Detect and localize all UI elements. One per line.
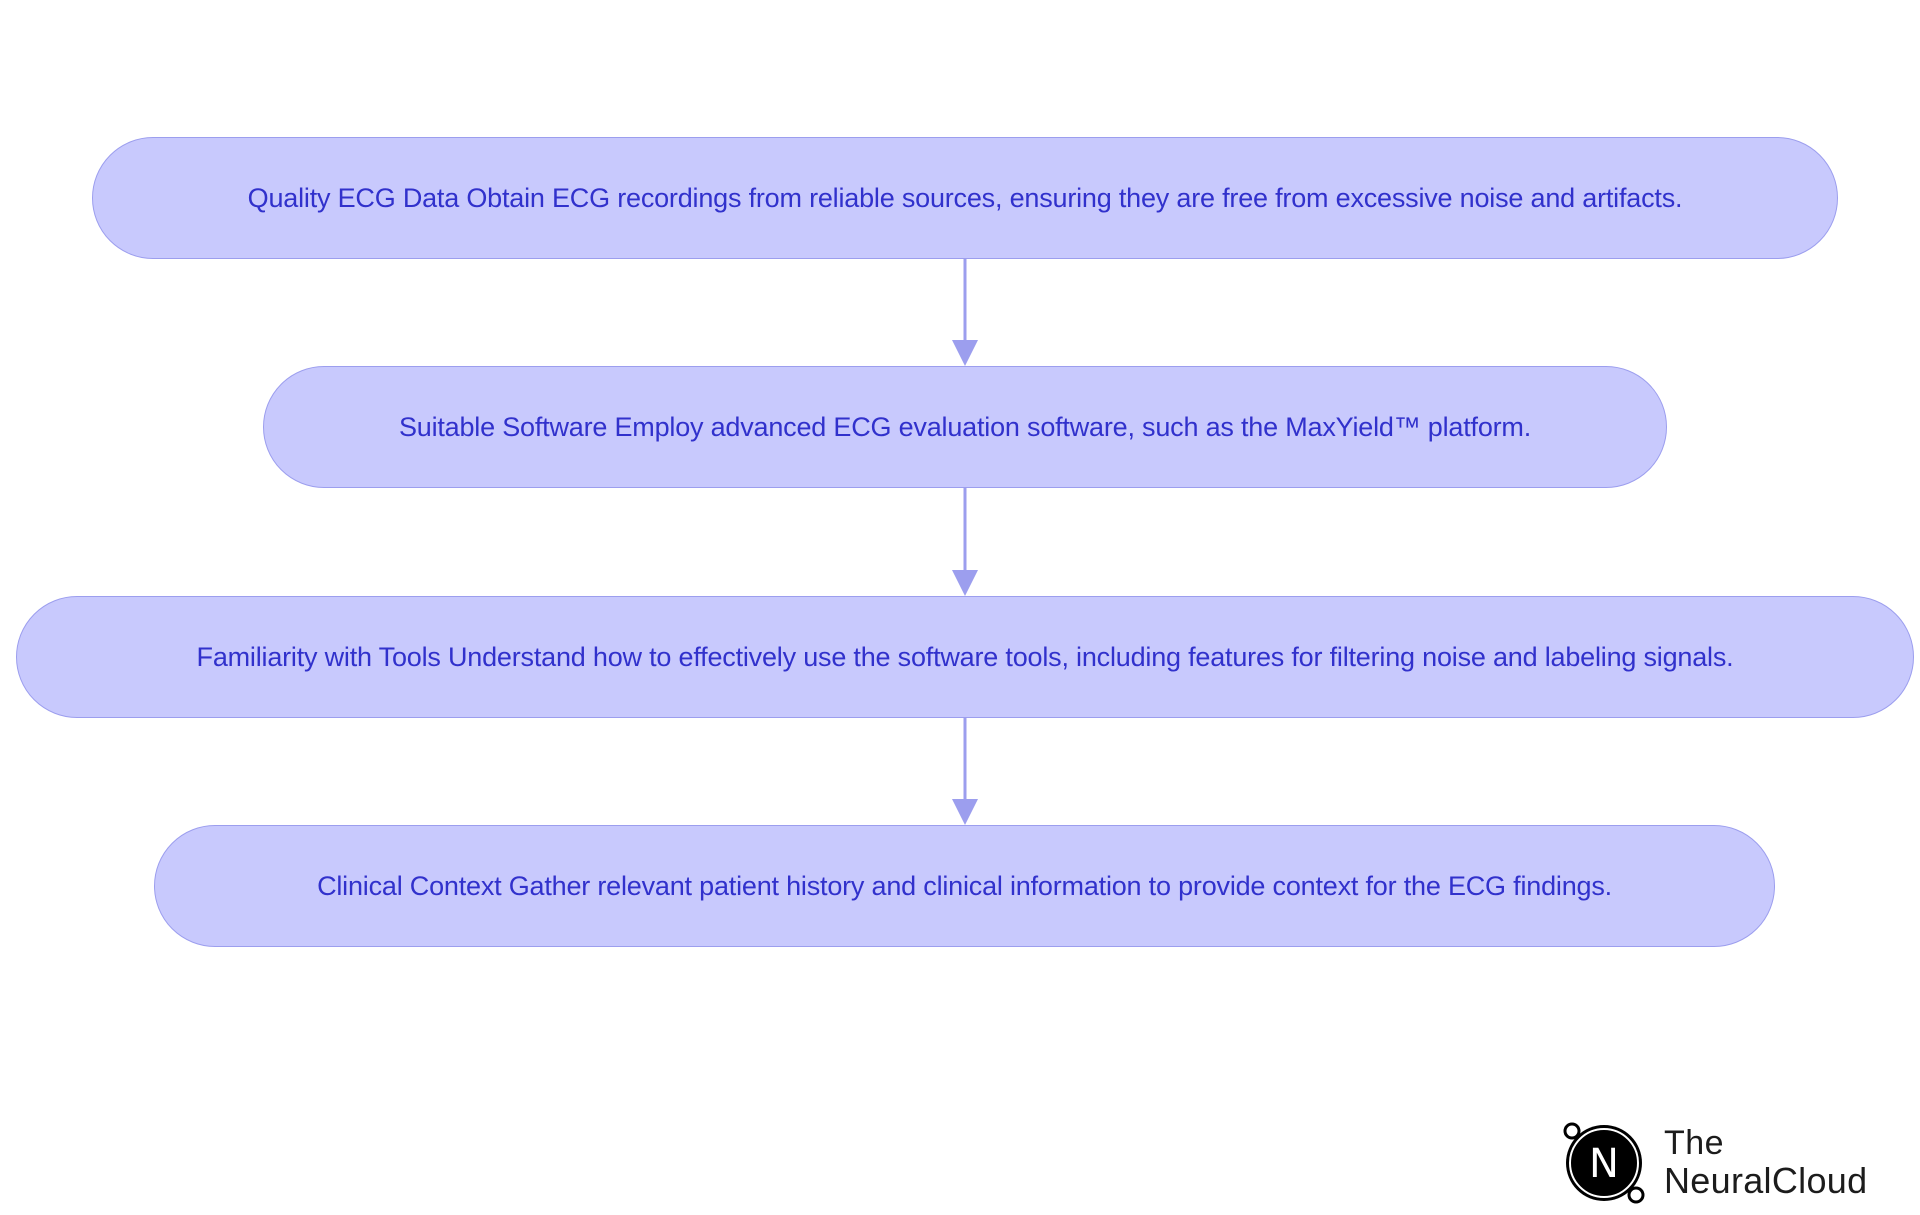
brand-logo: N The NeuralCloud: [1560, 1118, 1890, 1208]
edge-n1-n2: [952, 259, 978, 366]
node-suitable-software: Suitable Software Employ advanced ECG ev…: [263, 366, 1667, 488]
node-label: Clinical Context Gather relevant patient…: [317, 870, 1612, 901]
node-label: Suitable Software Employ advanced ECG ev…: [398, 411, 1532, 442]
logo-letter: N: [1589, 1141, 1619, 1187]
edge-n2-n3: [952, 488, 978, 596]
edge-n3-n4: [952, 718, 978, 825]
node-quality-ecg-data: Quality ECG Data Obtain ECG recordings f…: [92, 137, 1838, 259]
node-clinical-context: Clinical Context Gather relevant patient…: [154, 825, 1775, 947]
brand-line-1: The: [1664, 1124, 1725, 1163]
node-familiarity-with-tools: Familiarity with Tools Understand how to…: [16, 596, 1914, 718]
neuralcloud-n-logo-icon: N: [1563, 1122, 1645, 1204]
node-label: Familiarity with Tools Understand how to…: [196, 641, 1734, 672]
brand-line-2: NeuralCloud: [1664, 1159, 1868, 1201]
node-label: Quality ECG Data Obtain ECG recordings f…: [247, 182, 1683, 213]
brand-wordmark: The NeuralCloud: [1664, 1124, 1868, 1201]
